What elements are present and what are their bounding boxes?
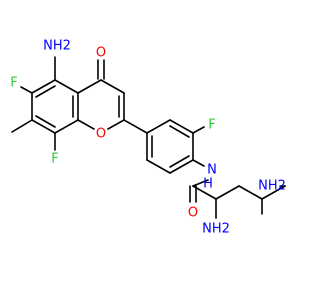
bond-ph3-ph4	[169, 159, 194, 174]
bond-c4-c3	[100, 79, 125, 94]
bond-nh-carbonyl	[192, 179, 209, 187]
atom-nh2-amine-top: NH2	[43, 39, 71, 54]
atom-o-ketone: O	[96, 46, 106, 61]
bond-ph4-nh	[192, 159, 205, 167]
bonds	[11, 56, 286, 219]
canvas-background	[0, 0, 300, 300]
bond-c2-phenyl	[123, 119, 148, 134]
bond-ph6-ph1	[146, 119, 171, 134]
bond-o1-c8a	[77, 119, 95, 130]
bond-c6-c5-inner	[35, 85, 56, 98]
bond-ph2-ph3	[146, 159, 171, 174]
bond-ph3-ph4-inner	[169, 155, 190, 168]
bond-ph5-ph6-inner	[169, 125, 190, 138]
bond-c7-methyl	[11, 119, 33, 133]
bond-c6-f	[20, 86, 33, 94]
atom-o-ring: O	[96, 127, 106, 142]
molecule-structure: NH2 O F F O F N H O NH2 NH2	[0, 0, 300, 300]
bond-cb-cg	[238, 185, 263, 200]
bond-c8-c7	[31, 119, 56, 134]
bond-cd-ce	[261, 185, 286, 200]
atom-f-phenyl: F	[208, 118, 215, 133]
atom-o-amide: O	[188, 206, 198, 221]
bond-c2-o1	[107, 119, 125, 130]
bond-ph5-ph6	[169, 119, 194, 134]
bond-c6-c5	[31, 79, 56, 94]
bond-ph5-f	[192, 126, 205, 134]
bond-c8-c7-inner	[35, 115, 56, 128]
bond-c4a-c4	[77, 79, 102, 94]
atom-nh2-terminal: NH2	[258, 179, 286, 194]
bond-c5-c4a	[54, 79, 79, 94]
atom-labels: NH2 O F F O F N H O NH2 NH2	[10, 39, 286, 237]
bond-c8a-c8	[54, 119, 79, 134]
atom-n-amide: N	[207, 163, 217, 178]
atom-h-amide: H	[203, 177, 213, 192]
atom-f-position8: F	[51, 152, 58, 167]
atom-f-position6: F	[10, 76, 17, 91]
bond-carbonyl-alpha	[192, 185, 217, 200]
bond-alpha-cb	[215, 185, 240, 200]
atom-nh2-alpha: NH2	[202, 222, 230, 237]
